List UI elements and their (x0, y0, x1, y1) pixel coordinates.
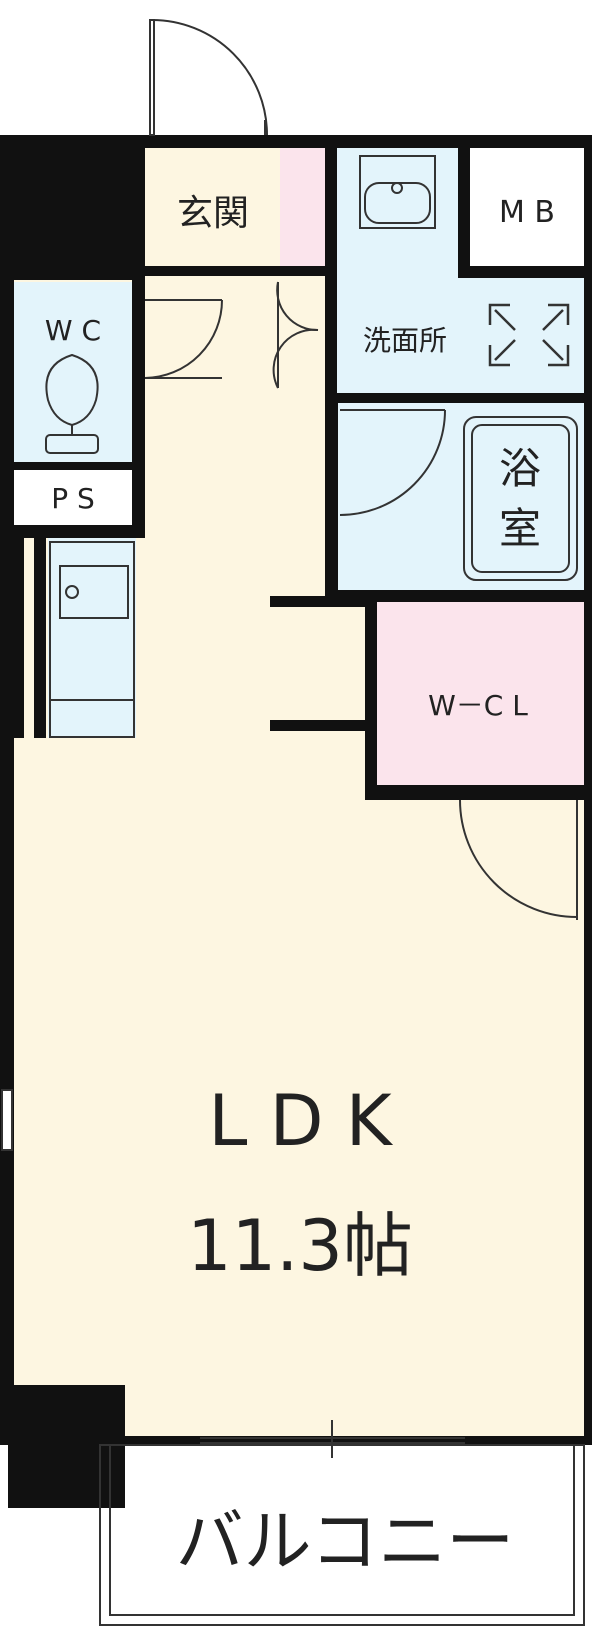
wall-block-top-left (0, 135, 145, 280)
wash-door-arc-bottom (272, 328, 319, 389)
wall-wcl-left (365, 602, 377, 800)
wall-right (584, 135, 592, 1445)
wall-door-jamb-left (145, 135, 151, 148)
balcony-inner-outline (109, 1444, 575, 1616)
wall-bath-left (325, 403, 338, 603)
kitchen-floor (48, 538, 136, 738)
left-window (1, 1089, 13, 1151)
wall-top (145, 135, 585, 148)
wc-label: W C (45, 314, 101, 347)
mb-box (470, 148, 584, 266)
doors (144, 19, 578, 920)
wall-wc-right (132, 280, 145, 538)
front-door-arc (151, 19, 268, 136)
wall-kitchen-left (14, 538, 24, 738)
wall-wash-bottom (337, 393, 584, 403)
washbasin-tap (391, 182, 403, 194)
ldk-size-label: 11.3帖 (187, 1205, 413, 1287)
washbasin-outline (359, 155, 436, 229)
wall-left (0, 280, 14, 1390)
bath-floor (337, 400, 585, 590)
washing-machine-space (488, 303, 570, 367)
kitchen-sink (59, 565, 129, 619)
wall-stub-upper (270, 596, 367, 607)
wall-entrance-bottom (145, 266, 337, 276)
wm-diag-4 (542, 339, 564, 361)
wall-corner-left (0, 1385, 125, 1445)
ps-box (14, 470, 132, 525)
outlines (1, 155, 585, 1626)
wall-bath-bottom (325, 590, 584, 602)
wall-stub-lower (270, 720, 367, 731)
entrance-floor (145, 148, 280, 273)
wm-diag-1 (494, 309, 516, 331)
front-door-leaf (149, 19, 155, 136)
wall-bottom (120, 1436, 592, 1445)
bath-label-2: 室 (499, 504, 541, 553)
mb-label: M B (499, 195, 555, 230)
ps-label: P S (51, 482, 95, 515)
bathtub-inner (471, 424, 570, 573)
wall-wcl-bottom (365, 785, 584, 800)
wm-diag-2 (542, 309, 564, 331)
walls (0, 135, 592, 1508)
washroom-label: 洗面所 (363, 324, 447, 357)
wall-mb-left (458, 148, 470, 266)
wall-ps-bottom (14, 525, 139, 538)
entrance-label: 玄関 (177, 193, 249, 234)
kitchen-counter (49, 541, 135, 738)
kitchen-drain (65, 585, 79, 599)
wc-door-arc (144, 299, 223, 379)
wm-corner-br (548, 345, 570, 367)
wcl-floor (377, 602, 584, 785)
wall-mb-bottom (458, 266, 584, 278)
wm-diag-3 (494, 339, 516, 361)
bathtub-outer (463, 416, 578, 581)
wm-corner-tr (548, 303, 570, 325)
balcony-label: バルコニー (176, 1503, 515, 1582)
wall-kitchen-inner (34, 538, 46, 738)
wcl-door-arc (459, 799, 578, 918)
toilet-bowl (45, 353, 99, 427)
bath-door-arc (339, 409, 446, 516)
bath-label-1: 浴 (499, 444, 541, 493)
wcl-label: W－C L (428, 689, 528, 722)
wm-corner-bl (488, 345, 510, 367)
ldk-label: L D K (208, 1080, 393, 1162)
labels: 玄関 M B W C P S 洗面所 浴 室 W－C L L D K 11.3帖… (45, 193, 555, 1582)
entrance-storage (280, 148, 325, 266)
wall-wc-bottom (14, 462, 139, 470)
wm-corner-tl (488, 303, 510, 325)
